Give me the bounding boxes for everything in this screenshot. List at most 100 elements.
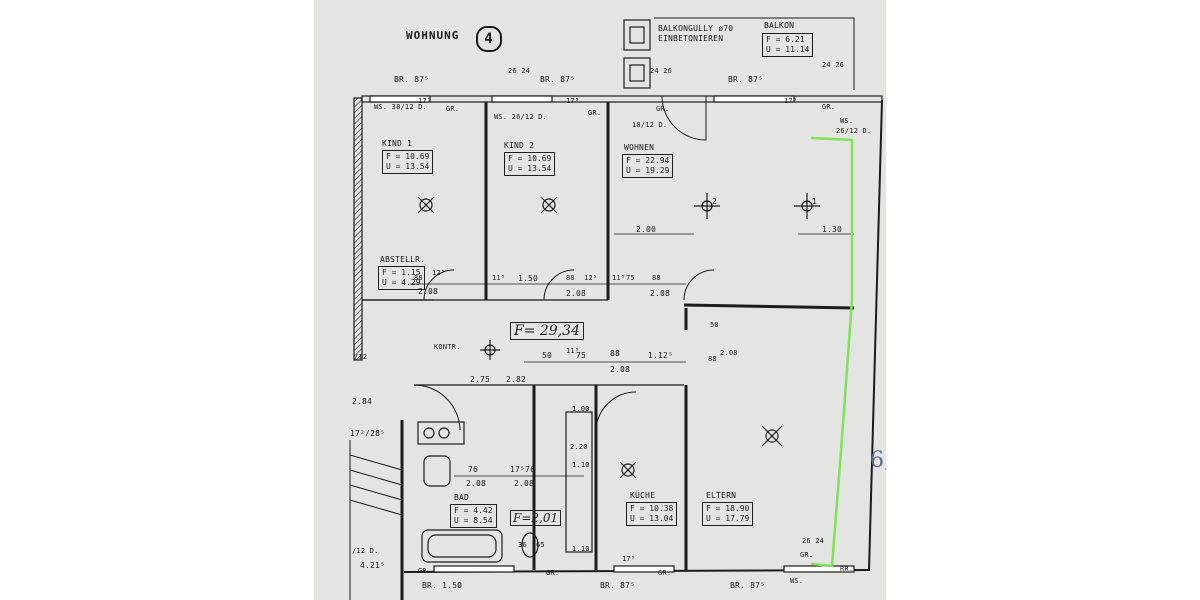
dim-2-84: 2.84 (352, 397, 373, 406)
dim-2-82: 2.82 (506, 375, 527, 384)
room-kind2-f: F = 10.69 (508, 154, 552, 163)
window-bad (433, 565, 515, 573)
dim-2-08-d: 2.08 (720, 349, 738, 357)
d12-label-a: /12 (354, 353, 368, 361)
ws-label-1: WS. 38/12 D. (374, 103, 427, 111)
gr-label-6: GR. (546, 569, 560, 577)
dim-2-08-a: 2.08 (418, 287, 439, 296)
dim-88-b: 88 (566, 274, 575, 282)
outer-wall-west (353, 97, 363, 361)
washing-machine-dial-1 (423, 427, 435, 439)
dim-36: 36 (518, 541, 527, 549)
br-bottom-3: BR. 87⁵ (730, 581, 766, 590)
room-kind2-label: KIND 2 (504, 141, 535, 150)
washbasin (423, 455, 451, 487)
dim-1-10-b: 1.10 (572, 545, 590, 553)
washing-machine (417, 421, 465, 445)
annotation-green-line (810, 136, 854, 568)
room-kind1-u: U = 13.54 (386, 162, 430, 171)
ws-label-2: WS. 26/12 D. (494, 113, 547, 121)
dim-26-24-a: 26 24 (508, 67, 531, 75)
gr-label-4: GR. (822, 103, 836, 111)
window-eltern (783, 565, 855, 573)
dim-75-a: 75 (626, 274, 635, 282)
balkon-area-box: F = 6.21 U = 11.14 (762, 33, 814, 57)
dim-12-a: 12⁵ (432, 269, 446, 277)
rr-label: RR. (840, 565, 854, 573)
light-number-2: 2 (712, 197, 718, 206)
balkongully-box-2 (623, 57, 651, 89)
room-kind1-area: F = 10.69 U = 13.54 (382, 150, 434, 174)
br-bottom-2: BR. 87⁵ (600, 581, 636, 590)
dim-26-24-b: 24 26 (650, 67, 673, 75)
dim-11-a: 11⁵ (492, 274, 506, 282)
ws-label-5: WS. (790, 577, 804, 585)
ws-label-4: WS. (840, 117, 854, 125)
gr-label-8: GR. (800, 551, 814, 559)
room-abstellr-label: ABSTELLR. (380, 255, 426, 264)
gr-label-2: GR. (588, 109, 602, 117)
room-abstellr-area: F = 1.15 U = 4.29 (378, 266, 425, 290)
gr-label-7: GR. (658, 569, 672, 577)
room-bad-label: BAD (454, 493, 470, 502)
dim-4-21: 4.21⁵ (360, 561, 386, 570)
dim-26-24-d: 26 24 (802, 537, 825, 545)
dim-88-e: 88 (610, 349, 621, 358)
outer-wall-north (361, 95, 883, 103)
handwritten-total-area: F= 29,34 (510, 322, 584, 340)
balkongully-box-2-inner (629, 64, 645, 82)
room-wohnen-label: WOHNEN (624, 143, 655, 152)
toilet (521, 532, 539, 558)
kitchen-counter (565, 411, 593, 553)
window-kind2 (491, 95, 553, 103)
room-kueche-u: U = 13.04 (630, 514, 674, 523)
dim-2-08-c: 2.08 (650, 289, 671, 298)
door-kind2 (543, 269, 575, 301)
br-top-1: BR. 87⁵ (394, 75, 430, 84)
br-bottom-1: BR. 1.50 (422, 581, 463, 590)
dim-2-20: 2.20 (570, 443, 588, 451)
room-eltern-label: ELTERN (706, 491, 737, 500)
dim-2-08-f: 2.08 (466, 479, 487, 488)
handwritten-bad-area: F=2,01 (510, 510, 562, 526)
dim-2-75: 2.75 (470, 375, 491, 384)
dim-1-12: 1.12⁵ (648, 351, 674, 360)
window-kind1 (369, 95, 431, 103)
dim-50-a: 50 (710, 321, 719, 329)
margin-handwritten-note: 6, (870, 448, 886, 473)
room-abstellr-f: F = 1.15 (382, 268, 421, 277)
room-eltern-u: U = 17.79 (706, 514, 750, 523)
floor-plan-sheet: WOHNUNG 4 BALKONGULLY ø70 EINBETONIEREN … (314, 0, 886, 600)
room-abstellr-u: U = 4.29 (382, 278, 421, 287)
door-kueche (595, 391, 637, 431)
dim-2-08-g: 2.08 (514, 479, 535, 488)
dim-2-08-e: 2.08 (610, 365, 631, 374)
light-marker-kind1 (417, 196, 435, 214)
room-kueche-f: F = 10.38 (630, 504, 674, 513)
dim-88-c: 88 (652, 274, 661, 282)
gr-label-3: GR. (656, 105, 670, 113)
plan-title: WOHNUNG (406, 29, 460, 42)
einbetonieren-note: EINBETONIEREN (658, 34, 724, 43)
balkongully-note: BALKONGULLY ø70 (658, 24, 734, 33)
room-wohnen-f: F = 22.94 (626, 156, 670, 165)
dim-17-a: 17⁵ (418, 97, 432, 105)
room-kind2-u: U = 13.54 (508, 164, 552, 173)
unit-number-badge: 4 (476, 26, 502, 52)
dim-1-10-a: 1.10 (572, 461, 590, 469)
dim-50-b: 50 (542, 351, 553, 360)
door-kind1 (423, 269, 455, 301)
dim-11-c: 11⁵ (566, 347, 580, 355)
dim-17-b: 17⁵ (566, 97, 580, 105)
dim-17-28: 17²/28⁵ (350, 429, 386, 438)
br-top-2: BR. 87⁵ (540, 75, 576, 84)
balkon-f: F = 6.21 (766, 35, 805, 44)
room-kind1-f: F = 10.69 (386, 152, 430, 161)
light-marker-wohnen-2 (694, 193, 720, 219)
light-marker-kind2 (540, 196, 558, 214)
window-kueche (613, 565, 675, 573)
dim-65: 65 (536, 541, 545, 549)
dim-11-b: 11⁵ (612, 274, 626, 282)
dim-76: 76 (468, 465, 479, 474)
balkongully-box-1 (623, 19, 651, 51)
